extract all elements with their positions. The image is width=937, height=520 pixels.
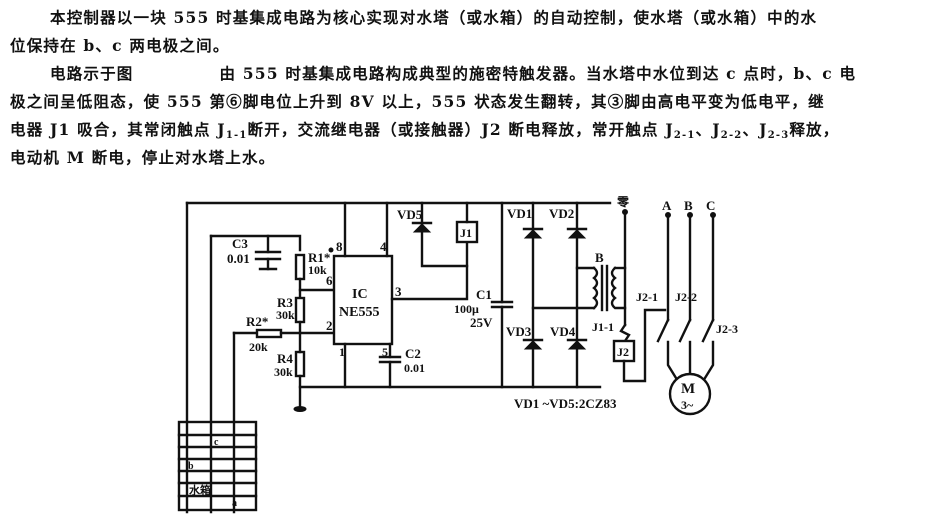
wire-j2-return: [622, 308, 667, 383]
text-fragment: 电器 J1 吸合，其常闭触点 J: [10, 120, 226, 139]
j2-1-contact: [656, 318, 670, 343]
pin-8-label: 8: [336, 239, 343, 254]
r2-label: R2*: [246, 314, 268, 329]
figure-reference: 电路示于图: [50, 64, 134, 83]
c2-value: 0.01: [404, 361, 425, 375]
motor-label: M: [681, 381, 695, 397]
ground-symbol: [293, 406, 307, 412]
neutral-symbol: 零: [616, 195, 630, 209]
vd4-label: VD4: [550, 324, 576, 339]
desc-line-1-text: 由 555 时基集成电路构成典型的施密特触发器。当水塔中水位到达 c 点时，b、…: [219, 64, 857, 83]
j2-2-contact: [678, 318, 692, 343]
desc-line-1: 电路示于图 由 555 时基集成电路构成典型的施密特触发器。当水塔中水位到达 c …: [10, 60, 930, 88]
r3-label: R3: [277, 295, 293, 310]
intro-paragraph: 本控制器以一块 555 时基集成电路为核心实现对水塔（或水箱）的自动控制，使水塔…: [10, 4, 930, 60]
r1-resistor: [294, 253, 306, 281]
wire-c3-r1: [209, 234, 302, 252]
r4-label: R4: [277, 351, 293, 366]
j2-1-label: J2-1: [636, 290, 658, 304]
vd2-diode: [567, 229, 587, 239]
ic-ne555: [332, 254, 394, 346]
r3-value: 30k: [276, 308, 295, 322]
desc-line-2: 极之间呈低阻态，使 555 第⑥脚电位上升到 8V 以上，555 状态发生翻转，…: [10, 92, 825, 111]
pin-6-label: 6: [326, 273, 333, 288]
vd4-diode: [567, 340, 587, 350]
r4-value: 30k: [274, 365, 293, 379]
r2-resistor: [255, 328, 283, 339]
j2-3-label: J2-3: [716, 322, 738, 336]
motor: [668, 372, 712, 416]
electrode-b-label: b: [188, 461, 194, 472]
j1-label: J1: [460, 226, 472, 240]
r1-value: 10k: [308, 263, 327, 277]
motor-phase: 3~: [681, 398, 694, 412]
subscript: 2-3: [767, 130, 790, 141]
r2-value: 20k: [249, 340, 268, 354]
pin-1-label: 1: [339, 345, 345, 359]
description-paragraph: 电路示于图 由 555 时基集成电路构成典型的施密特触发器。当水塔中水位到达 c …: [10, 60, 930, 172]
pin-4-label: 4: [380, 239, 387, 254]
r4-resistor: [294, 350, 306, 378]
desc-line-3: 电器 J1 吸合，其常闭触点 J1-1断开，交流继电器（或接触器）J2 断电释放…: [10, 116, 930, 144]
r1-label: R1*: [308, 250, 330, 265]
tank-outline: [177, 420, 258, 512]
desc-line-4: 电动机 M 断电，停止对水塔上水。: [10, 148, 276, 167]
vd1-diode: [523, 229, 543, 239]
ic-part-number: NE555: [339, 305, 379, 320]
phase-a-label: A: [662, 198, 672, 213]
electrode-a-label: a: [232, 498, 237, 509]
intro-line-2: 位保持在 b、c 两电极之间。: [10, 36, 230, 55]
wire-pin3-j1: [390, 231, 469, 301]
wire-motor-c: [703, 340, 715, 380]
wire-motor-a: [666, 340, 678, 380]
subscript: 2-2: [720, 130, 743, 141]
neutral-terminal: [622, 209, 628, 215]
vd5-label: VD5: [397, 207, 423, 222]
tank-label: 水箱: [189, 483, 211, 497]
pin-8-dot: [328, 247, 334, 253]
c1-value: 100μ: [454, 302, 479, 316]
electrode-c-label: c: [214, 437, 219, 448]
subscript: 1-1: [225, 130, 248, 141]
phase-b-label: B: [684, 198, 693, 213]
j1-1-label: J1-1: [592, 320, 614, 334]
water-tank: c b 水箱 a: [177, 420, 258, 512]
j1-1-contact: [619, 323, 631, 343]
c2-label: C2: [405, 346, 421, 361]
intro-line-1: 本控制器以一块 555 时基集成电路为核心实现对水塔（或水箱）的自动控制，使水塔…: [50, 8, 818, 27]
text-fragment: 、J: [742, 120, 768, 139]
subscript: 2-1: [673, 130, 696, 141]
ic-label: IC: [352, 287, 368, 302]
text-fragment: 断开，交流继电器（或接触器）J2 断电释放，常开触点 J: [247, 120, 674, 139]
r3-resistor: [294, 296, 306, 324]
j2-3-contact: [701, 318, 715, 343]
vd3-label: VD3: [506, 324, 532, 339]
pin-5-label: 5: [382, 345, 388, 359]
c1-label: C1: [476, 287, 492, 302]
vd3-diode: [523, 340, 543, 350]
phase-c-label: C: [706, 198, 715, 213]
transformer-primary-coil: [592, 266, 599, 310]
c3-value: 0.01: [227, 251, 250, 266]
j2-label: J2: [617, 345, 629, 359]
c1-voltage: 25V: [470, 315, 493, 330]
diode-note: VD1 ~VD5:2CZ83: [514, 396, 617, 411]
transformer-label: B: [595, 250, 604, 265]
pin-2-label: 2: [326, 318, 333, 333]
vd2-label: VD2: [549, 206, 574, 221]
text-fragment: 、J: [695, 120, 721, 139]
vd5-diode: [412, 223, 432, 233]
vd1-label: VD1: [507, 206, 532, 221]
j2-2-label: J2-2: [675, 290, 697, 304]
text-fragment: 释放，: [789, 120, 840, 139]
transformer-secondary-coil: [610, 266, 627, 310]
c3-label: C3: [232, 236, 248, 251]
pin-3-label: 3: [395, 284, 402, 299]
